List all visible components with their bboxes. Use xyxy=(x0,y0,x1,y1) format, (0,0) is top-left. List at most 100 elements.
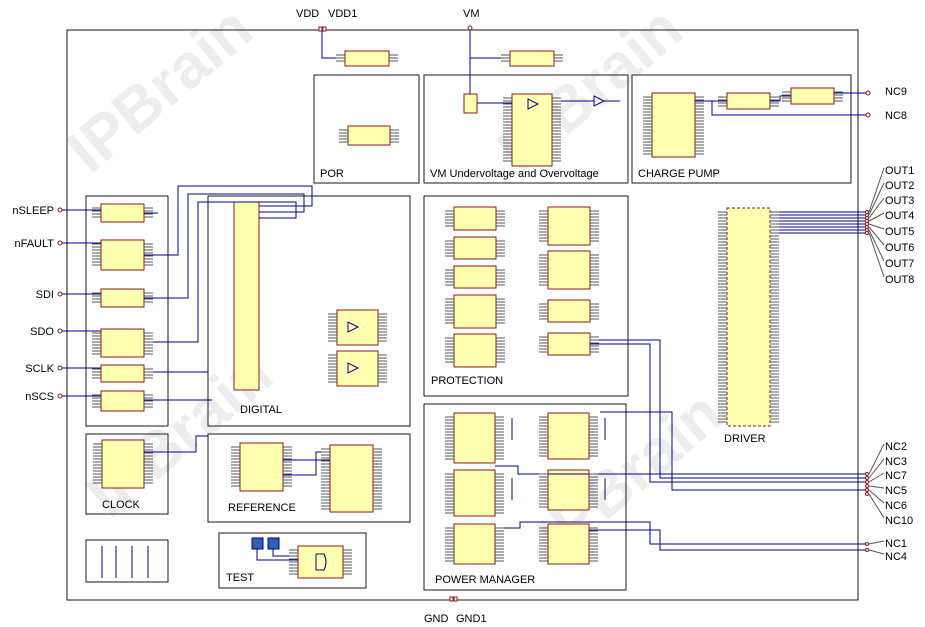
digital-logic-block xyxy=(233,201,260,391)
fanout-line xyxy=(868,182,885,216)
charge-pump-wires xyxy=(695,92,866,116)
port-label-nsleep: nSLEEP xyxy=(12,205,54,217)
vm-uv-ov-label: VM Undervoltage and Overvoltage xyxy=(430,168,599,180)
clock-wire xyxy=(144,435,208,453)
fanout-line xyxy=(868,226,885,246)
port-label-nc7: NC7 xyxy=(885,470,907,482)
port-label-out1: OUT1 xyxy=(885,165,914,177)
port-pin xyxy=(865,231,869,235)
charge-pump-output-block xyxy=(790,87,835,105)
clock-module xyxy=(85,433,169,515)
port-label-sdo: SDO xyxy=(30,326,54,338)
power-block-1 xyxy=(453,412,496,464)
sclk-block xyxy=(100,364,145,383)
port-label-nc9: NC9 xyxy=(885,86,907,98)
por-block xyxy=(347,125,391,146)
driver-output-wires xyxy=(770,211,866,234)
right-port-group: NC9NC8OUT1OUT2OUT3OUT4OUT5OUT6OUT7OUT8NC… xyxy=(865,86,914,563)
gnd1-pin xyxy=(453,596,458,602)
vm-block xyxy=(509,50,555,67)
port-pin xyxy=(865,112,871,118)
port-label-nc4: NC4 xyxy=(885,551,907,563)
port-pin xyxy=(57,240,63,246)
io-interface-module xyxy=(85,195,169,427)
sdi-block xyxy=(100,288,145,308)
vm-comparator-block xyxy=(511,93,553,167)
test-module xyxy=(218,532,367,589)
port-label-nc5: NC5 xyxy=(885,485,907,497)
fanout-line xyxy=(868,212,885,222)
vdd1-label: VDD1 xyxy=(328,8,357,20)
test-switch-icon xyxy=(267,537,280,550)
fanout-line xyxy=(868,540,885,555)
port-pin xyxy=(57,365,63,371)
port-label-out6: OUT6 xyxy=(885,242,914,254)
fanout-line xyxy=(868,197,885,219)
port-label-out5: OUT5 xyxy=(885,226,914,238)
port-label-out8: OUT8 xyxy=(885,274,914,286)
protection-module xyxy=(423,195,629,397)
port-pin xyxy=(865,484,869,488)
port-label-nc1: NC1 xyxy=(885,538,907,550)
capacitor-icons xyxy=(101,546,149,578)
chip-boundary xyxy=(66,29,859,601)
protection-label: PROTECTION xyxy=(431,375,503,387)
por-module xyxy=(313,74,420,184)
watermark-text: IPBrain xyxy=(55,0,266,186)
vdd-block xyxy=(344,50,390,67)
digital-module xyxy=(207,195,411,427)
fanout-line xyxy=(868,229,885,262)
port-pin xyxy=(865,492,869,496)
protection-block-3 xyxy=(453,265,497,289)
vdd1-pin xyxy=(322,26,327,32)
test-block xyxy=(297,545,344,579)
power-manager-label: POWER MANAGER xyxy=(435,574,535,586)
power-block-4 xyxy=(547,412,590,460)
fanout-line xyxy=(868,489,885,504)
nfault-block xyxy=(100,239,145,271)
port-pin xyxy=(57,291,63,297)
driver-block xyxy=(726,207,771,427)
vdd-wire xyxy=(321,31,345,59)
reference-module xyxy=(207,433,411,523)
power-block-5 xyxy=(547,469,590,511)
protection-block-7 xyxy=(547,250,591,290)
gnd-label: GND xyxy=(424,613,449,625)
nsleep-block xyxy=(100,203,145,223)
reference-label: REFERENCE xyxy=(228,502,296,514)
test-switch-icon xyxy=(251,537,264,550)
port-label-nc2: NC2 xyxy=(885,441,907,453)
digital-label: DIGITAL xyxy=(240,404,282,416)
clock-block xyxy=(101,439,145,489)
sdo-block xyxy=(100,328,145,358)
port-label-out3: OUT3 xyxy=(885,195,914,207)
fanout-line xyxy=(868,458,885,479)
buffer-icon xyxy=(347,321,360,333)
charge-pump-label: CHARGE PUMP xyxy=(638,168,720,180)
vm-label: VM xyxy=(463,8,480,20)
charge-pump-module xyxy=(631,74,852,184)
fanout-line xyxy=(868,167,885,213)
protection-block-8 xyxy=(547,299,591,323)
vm-uv-ov-module xyxy=(423,74,629,184)
power-manager-module xyxy=(423,403,627,591)
port-label-nc10: NC10 xyxy=(885,515,913,527)
fanout-line xyxy=(868,472,885,483)
buffer-icon xyxy=(347,362,360,374)
vm-wire xyxy=(469,30,510,59)
port-pin xyxy=(865,472,869,476)
decoupling-module xyxy=(85,539,169,583)
nc-port-wires xyxy=(495,339,866,551)
protection-block-5 xyxy=(453,333,497,368)
power-block-2 xyxy=(453,469,496,517)
port-label-out2: OUT2 xyxy=(885,180,914,192)
vm-sense-block xyxy=(463,93,478,114)
protection-block-1 xyxy=(453,206,497,231)
gnd1-label: GND1 xyxy=(456,613,487,625)
port-label-out4: OUT4 xyxy=(885,210,914,222)
vdd-pin xyxy=(318,26,323,32)
port-label-nc6: NC6 xyxy=(885,500,907,512)
port-pin xyxy=(57,207,63,213)
and-gate-icon xyxy=(315,553,327,571)
driver-label: DRIVER xyxy=(724,433,766,445)
